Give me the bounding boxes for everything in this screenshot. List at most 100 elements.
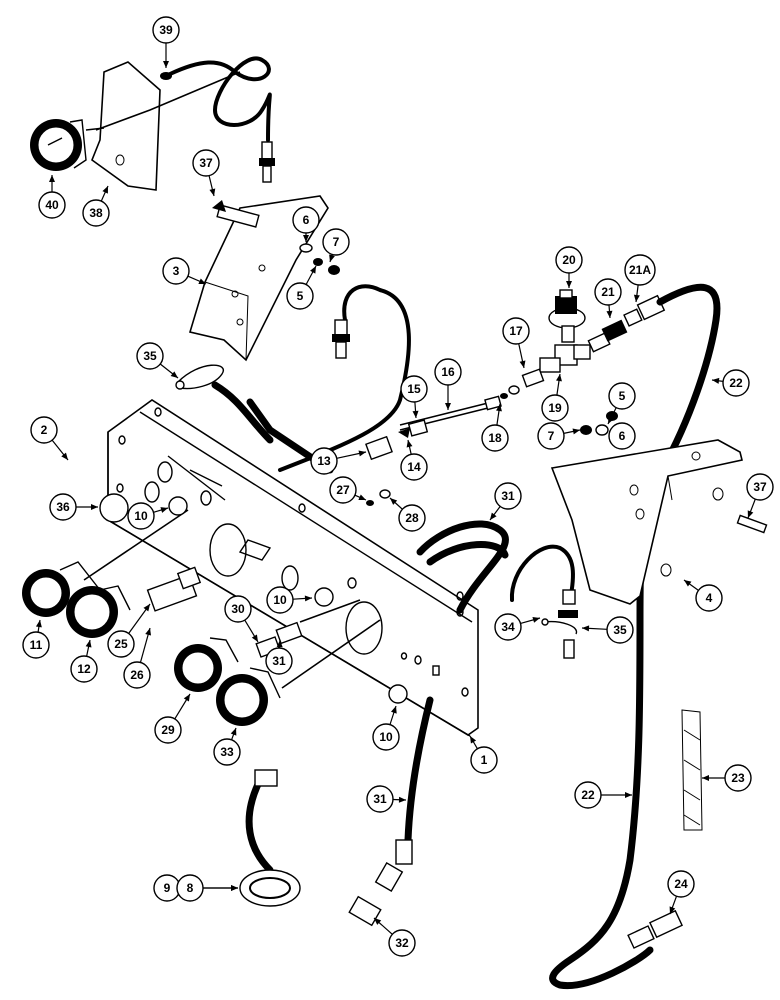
tee-19 xyxy=(539,344,591,373)
fittings-13-14-15 xyxy=(365,419,429,461)
callout-label: 8 xyxy=(187,881,194,895)
callout-label: 36 xyxy=(56,500,70,514)
callout-arrowhead xyxy=(470,736,477,744)
callout-arrowhead xyxy=(143,604,150,612)
callout-arrowhead xyxy=(276,640,283,648)
callout-arrowhead xyxy=(496,404,502,412)
callout-circle xyxy=(372,723,400,751)
callout-circle xyxy=(70,655,98,683)
callout-circle xyxy=(608,422,636,450)
callout-23: 23 xyxy=(702,764,752,792)
gauge-11 xyxy=(22,509,189,617)
callout-label: 17 xyxy=(509,324,523,338)
callout-label: 29 xyxy=(161,723,175,737)
callout-circle xyxy=(541,394,569,422)
callout-label: 23 xyxy=(731,771,745,785)
callout-arrowhead xyxy=(102,186,108,194)
callout-circle xyxy=(213,738,241,766)
callout-label: 6 xyxy=(303,213,310,227)
gauge-40 xyxy=(30,61,241,191)
callout-38: 38 xyxy=(82,185,110,227)
connector-25 xyxy=(146,539,272,612)
callout-circle xyxy=(574,781,602,809)
callout-circle xyxy=(434,358,462,386)
callout-arrowhead xyxy=(49,175,55,182)
callout-arrowhead xyxy=(669,906,676,914)
callout-label: 28 xyxy=(405,511,419,525)
hose-22 xyxy=(549,283,721,990)
callout-37: 37 xyxy=(192,149,220,197)
callout-label: 21A xyxy=(629,263,651,277)
callout-39: 39 xyxy=(152,16,180,68)
callout-arrowhead xyxy=(198,278,206,284)
sender-hose xyxy=(278,284,411,472)
callout-circle xyxy=(192,149,220,177)
callout-13: 13 xyxy=(310,447,367,475)
callout-circle xyxy=(322,228,350,256)
callout-2: 2 xyxy=(30,416,69,461)
callout-label: 5 xyxy=(297,289,304,303)
pressure-switch-20 xyxy=(548,289,586,343)
callout-label: 19 xyxy=(548,401,562,415)
callout-label: 1 xyxy=(481,753,488,767)
callout-arrowhead xyxy=(163,61,169,68)
harness-8 xyxy=(239,769,301,907)
callout-20: 20 xyxy=(555,246,583,288)
callout-arrowhead xyxy=(231,885,238,891)
callout-arrowhead xyxy=(406,440,413,448)
callout-label: 7 xyxy=(333,235,340,249)
sleeve-23 xyxy=(681,709,703,831)
callout-arrowhead xyxy=(304,595,312,602)
callout-label: 35 xyxy=(143,349,157,363)
callout-arrowhead xyxy=(85,640,92,648)
callout-label: 26 xyxy=(130,668,144,682)
bracket-3 xyxy=(188,195,340,362)
callout-label: 13 xyxy=(317,454,331,468)
callout-circle xyxy=(107,630,135,658)
callout-11: 11 xyxy=(22,619,50,659)
callout-arrowhead xyxy=(390,706,397,714)
callout-circle xyxy=(494,613,522,641)
callout-arrowhead xyxy=(625,792,632,798)
callout-arrowhead xyxy=(684,580,692,587)
callout-arrowhead xyxy=(209,188,216,196)
callout-6: 6 xyxy=(292,206,320,242)
callout-label: 31 xyxy=(501,489,515,503)
callout-arrowhead xyxy=(170,371,178,378)
callout-label: 5 xyxy=(619,389,626,403)
callout-10: 10 xyxy=(372,705,400,751)
misc-lines xyxy=(167,398,334,501)
callout-circle xyxy=(49,493,77,521)
callout-label: 21 xyxy=(601,285,615,299)
callout-circle xyxy=(494,482,522,510)
callout-label: 24 xyxy=(674,877,688,891)
callout-label: 6 xyxy=(619,429,626,443)
callout-36: 36 xyxy=(49,493,98,521)
callout-circle xyxy=(136,342,164,370)
callout-circle xyxy=(266,586,294,614)
callout-17: 17 xyxy=(502,317,530,369)
callout-circle xyxy=(724,764,752,792)
callout-34: 34 xyxy=(494,613,541,641)
callout-5: 5 xyxy=(607,382,636,425)
callout-1: 1 xyxy=(469,735,498,774)
callout-arrowhead xyxy=(310,266,316,274)
callout-label: 22 xyxy=(729,376,743,390)
callout-circle xyxy=(152,16,180,44)
callout-arrowhead xyxy=(582,625,590,632)
callout-arrowhead xyxy=(91,504,98,510)
callout-12: 12 xyxy=(70,639,98,683)
callout-label: 10 xyxy=(134,509,148,523)
callout-24: 24 xyxy=(667,870,695,915)
callout-circle xyxy=(123,661,151,689)
fittings-17-18 xyxy=(399,368,545,431)
callout-8: 8 xyxy=(176,874,238,902)
callout-label: 10 xyxy=(273,593,287,607)
callout-arrowhead xyxy=(519,360,526,368)
callout-31: 31 xyxy=(265,639,293,675)
callout-label: 38 xyxy=(89,206,103,220)
callout-4: 4 xyxy=(683,579,723,612)
callout-circle xyxy=(265,647,293,675)
